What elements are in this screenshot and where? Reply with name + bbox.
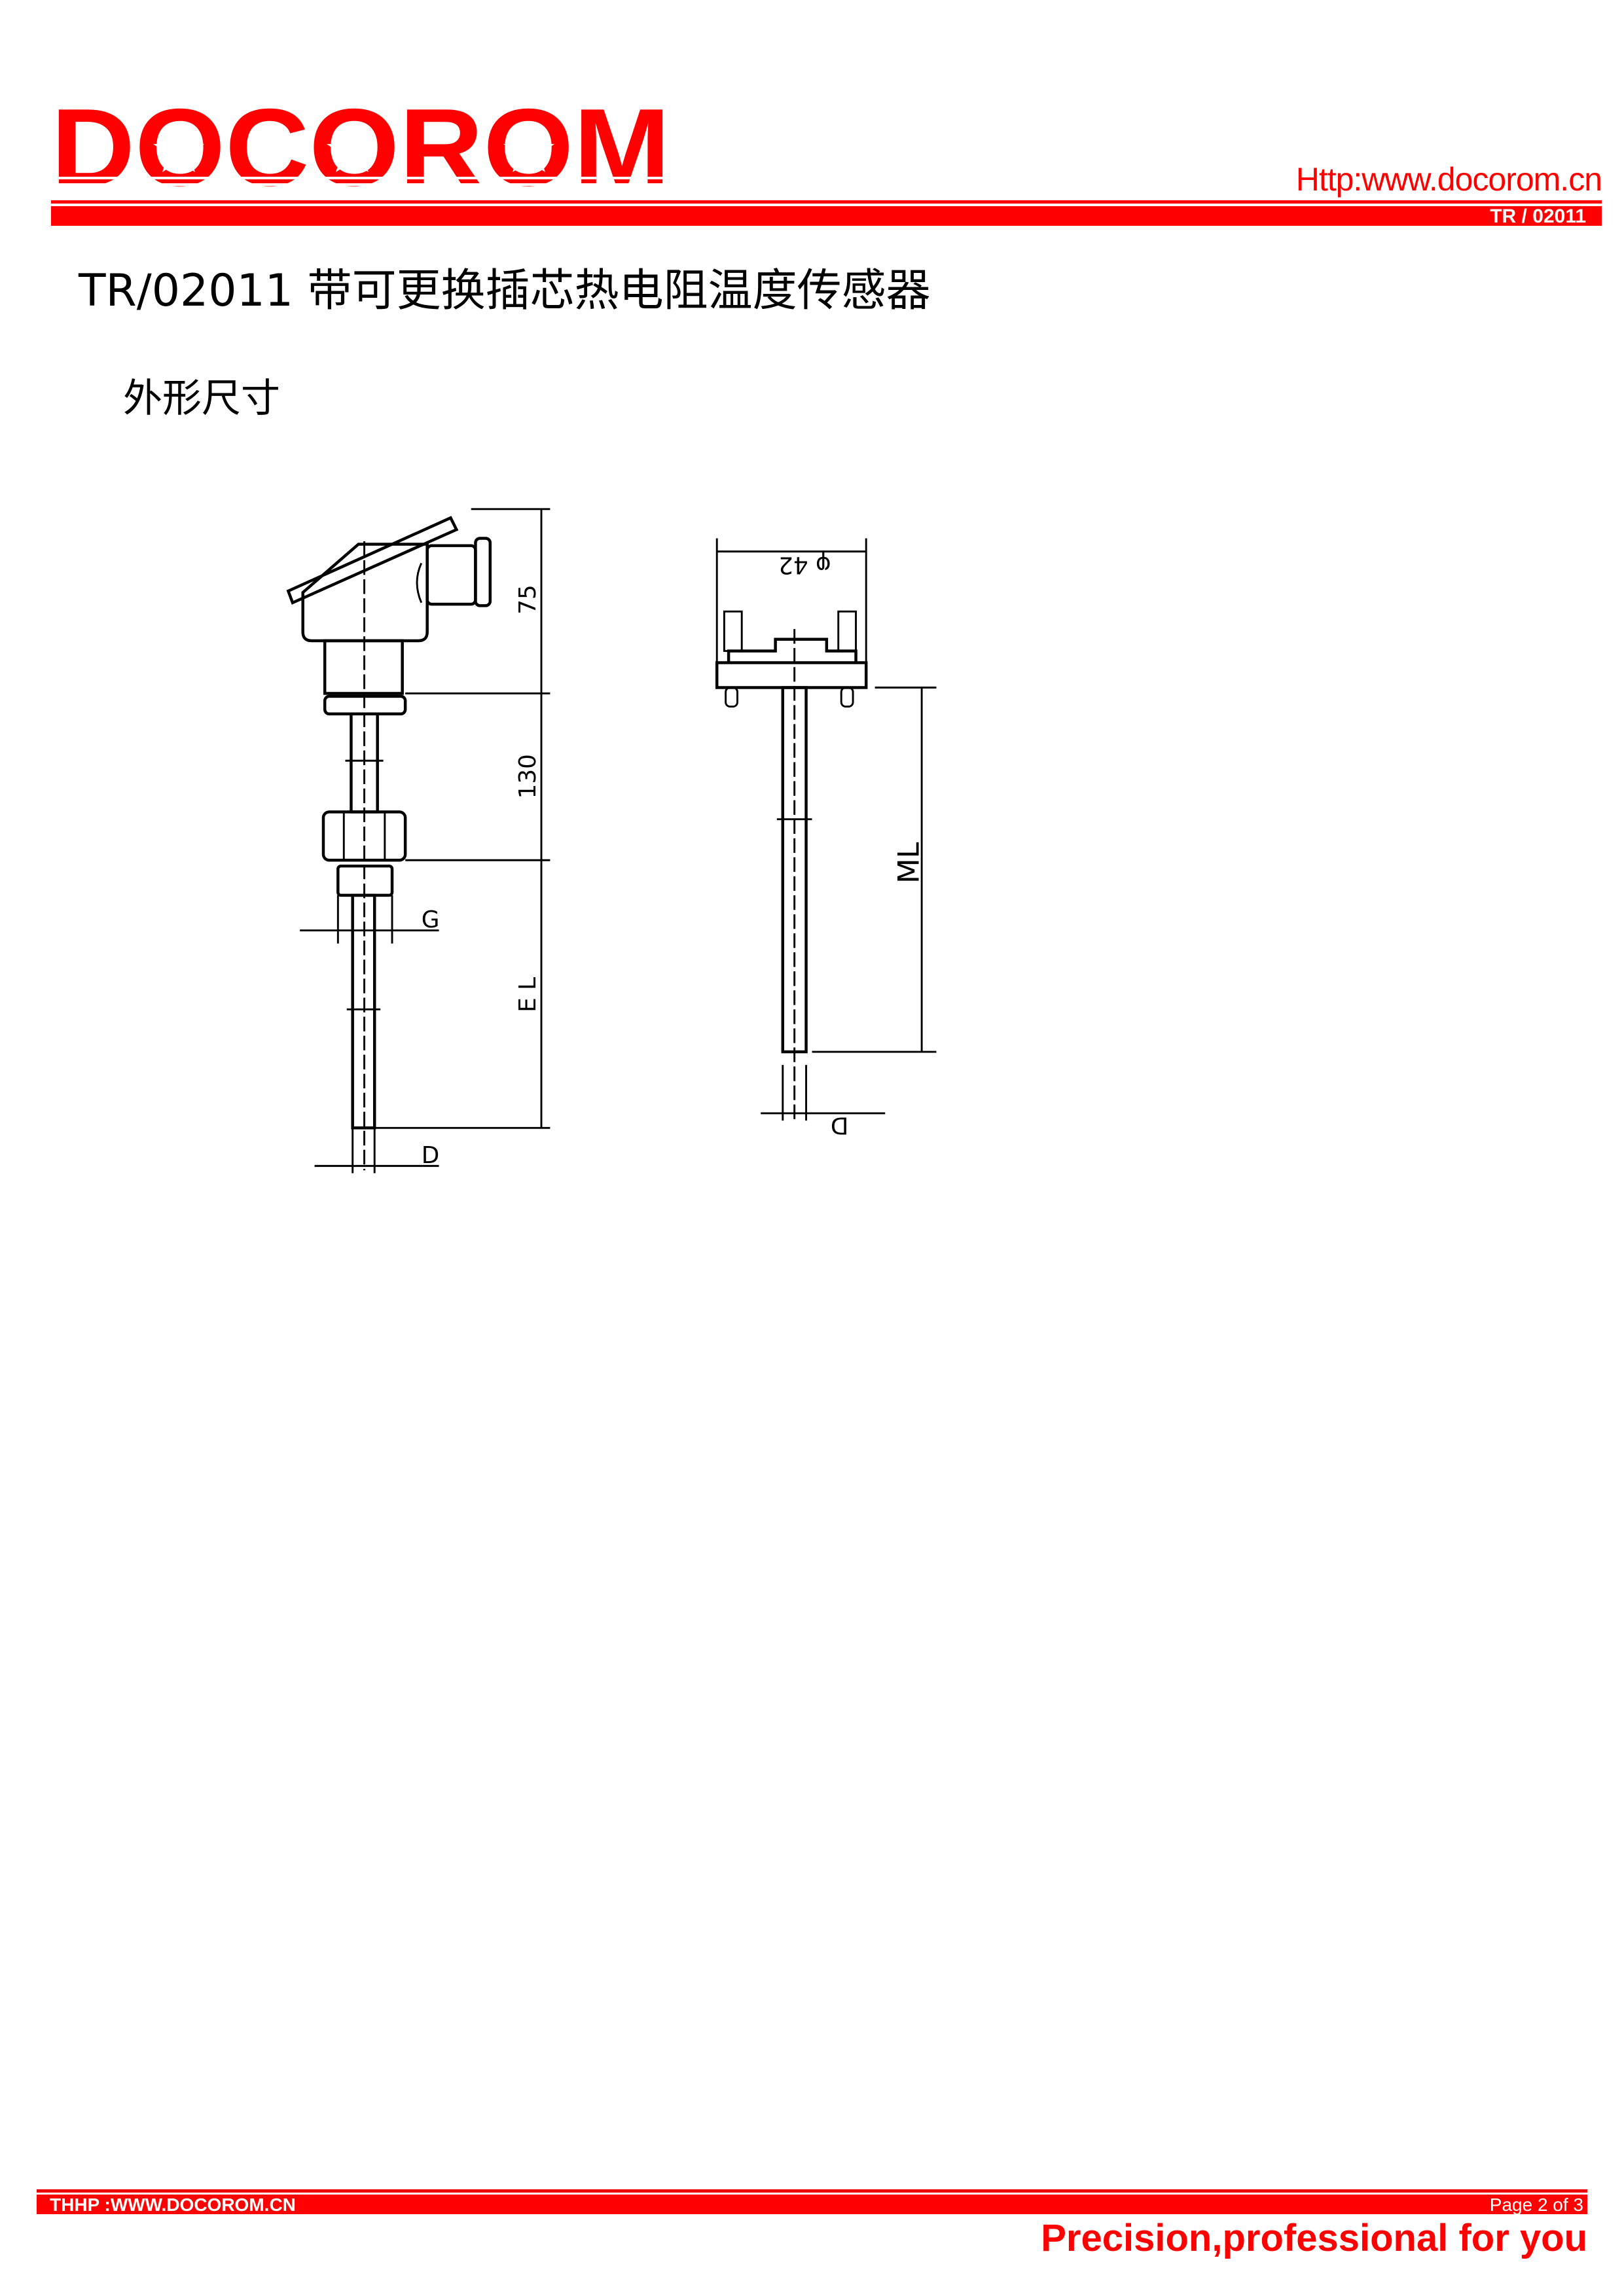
dim-d-left-label: D <box>422 1142 440 1169</box>
dim-phi42-label: φ 42 <box>778 552 831 579</box>
page-title: TR/02011 带可更换插芯热电阻温度传感器 <box>79 265 931 317</box>
section-heading: 外形尺寸 <box>123 376 280 422</box>
dim-g-label: G <box>422 906 440 933</box>
dim-75-label: 75 <box>514 584 541 615</box>
dim-el-label: E L <box>514 977 541 1013</box>
footer-website[interactable]: THHP :WWW.DOCOROM.CN <box>50 2195 296 2215</box>
dim-d-right-label: D <box>831 1112 849 1139</box>
page-number: Page 2 of 3 <box>1489 2195 1583 2215</box>
website-link[interactable]: Http:www.docorom.cn <box>1295 161 1602 198</box>
dim-130-label: 130 <box>514 754 541 798</box>
footer-divider <box>37 2189 1587 2193</box>
docorom-logo: DOCOROM <box>51 103 670 200</box>
footer-bar <box>37 2195 1587 2214</box>
doc-code: TR / 02011 <box>1490 206 1586 227</box>
slogan: Precision,professional for you <box>1041 2217 1587 2259</box>
sensor-side-view <box>286 508 550 1174</box>
dim-ml-label: ML <box>892 842 926 884</box>
header-bar <box>51 206 1602 226</box>
header-divider <box>51 200 1602 204</box>
insert-view <box>715 538 937 1121</box>
